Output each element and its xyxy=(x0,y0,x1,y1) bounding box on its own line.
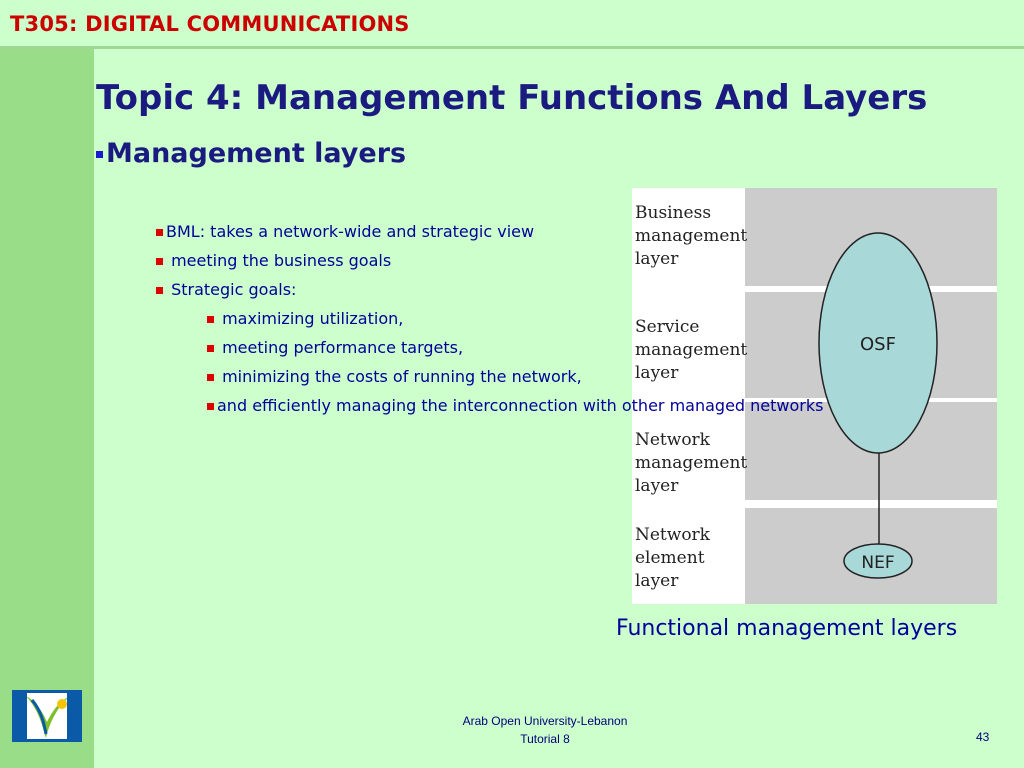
square-bullet-icon xyxy=(156,229,163,236)
layer-label-line: Service xyxy=(635,317,699,337)
footer-tutorial: Tutorial 8 xyxy=(520,732,570,746)
slide-subtitle-row: Management layers xyxy=(96,138,406,169)
sub-bullet-item: and efficiently managing the interconnec… xyxy=(207,396,823,415)
layer-label-line: Network xyxy=(635,430,711,450)
bullet-text: BML: takes a network-wide and strategic … xyxy=(166,222,535,241)
sub-bullet-text: maximizing utilization, xyxy=(222,309,404,328)
layer-label-line: layer xyxy=(635,571,679,591)
layer-label-line: layer xyxy=(635,476,679,496)
square-bullet-icon xyxy=(207,374,214,381)
square-bullet-icon xyxy=(207,403,214,410)
footer: Arab Open University-Lebanon Tutorial 8 xyxy=(420,712,670,748)
bullet-item: BML: takes a network-wide and strategic … xyxy=(156,222,534,241)
bullet-item: Strategic goals: xyxy=(156,280,296,299)
layer-label-line: element xyxy=(635,548,705,568)
sub-bullet-text: and efficiently managing the interconnec… xyxy=(217,396,824,415)
header-divider xyxy=(0,46,1024,49)
footer-institution: Arab Open University-Lebanon xyxy=(462,714,628,728)
layer-label-element: Network element layer xyxy=(635,525,715,591)
layer-label-line: management xyxy=(635,340,747,360)
square-bullet-icon xyxy=(156,258,163,265)
sub-bullet-item: maximizing utilization, xyxy=(207,309,403,328)
bullet-item: meeting the business goals xyxy=(156,251,391,270)
aou-logo-icon xyxy=(12,690,82,742)
figure-caption: Functional management layers xyxy=(616,616,958,641)
nef-label: NEF xyxy=(861,553,894,573)
osf-label: OSF xyxy=(860,334,896,355)
sub-bullet-text: meeting performance targets, xyxy=(222,338,464,357)
sub-bullet-item: meeting performance targets, xyxy=(207,338,463,357)
slide-title: Topic 4: Management Functions And Layers xyxy=(96,78,928,118)
layer-label-network: Network management layer xyxy=(635,430,753,496)
course-title: T305: DIGITAL COMMUNICATIONS xyxy=(10,12,410,36)
square-bullet-icon xyxy=(96,151,103,158)
osf-ellipse xyxy=(818,232,938,454)
square-bullet-icon xyxy=(207,345,214,352)
bullet-text: Strategic goals: xyxy=(171,280,297,299)
layer-label-line: Network xyxy=(635,525,711,545)
bullet-text: meeting the business goals xyxy=(171,251,392,270)
sub-bullet-item: minimizing the costs of running the netw… xyxy=(207,367,582,386)
sub-bullet-text: minimizing the costs of running the netw… xyxy=(222,367,582,386)
square-bullet-icon xyxy=(207,316,214,323)
page-number: 43 xyxy=(976,730,990,744)
slide-header: T305: DIGITAL COMMUNICATIONS xyxy=(0,0,1024,46)
management-layers-diagram: Business management layer Service manage… xyxy=(632,188,997,604)
square-bullet-icon xyxy=(156,287,163,294)
layer-label-line: layer xyxy=(635,249,679,269)
layer-label-line: Business xyxy=(635,203,711,223)
layer-label-service: Service management layer xyxy=(635,317,753,383)
layer-label-business: Business management layer xyxy=(635,203,753,269)
slide-subtitle: Management layers xyxy=(106,138,407,169)
layer-label-line: management xyxy=(635,453,747,473)
layer-label-line: layer xyxy=(635,363,679,383)
left-sidebar-band xyxy=(0,49,94,768)
layer-label-line: management xyxy=(635,226,747,246)
nef-ellipse xyxy=(843,543,913,579)
